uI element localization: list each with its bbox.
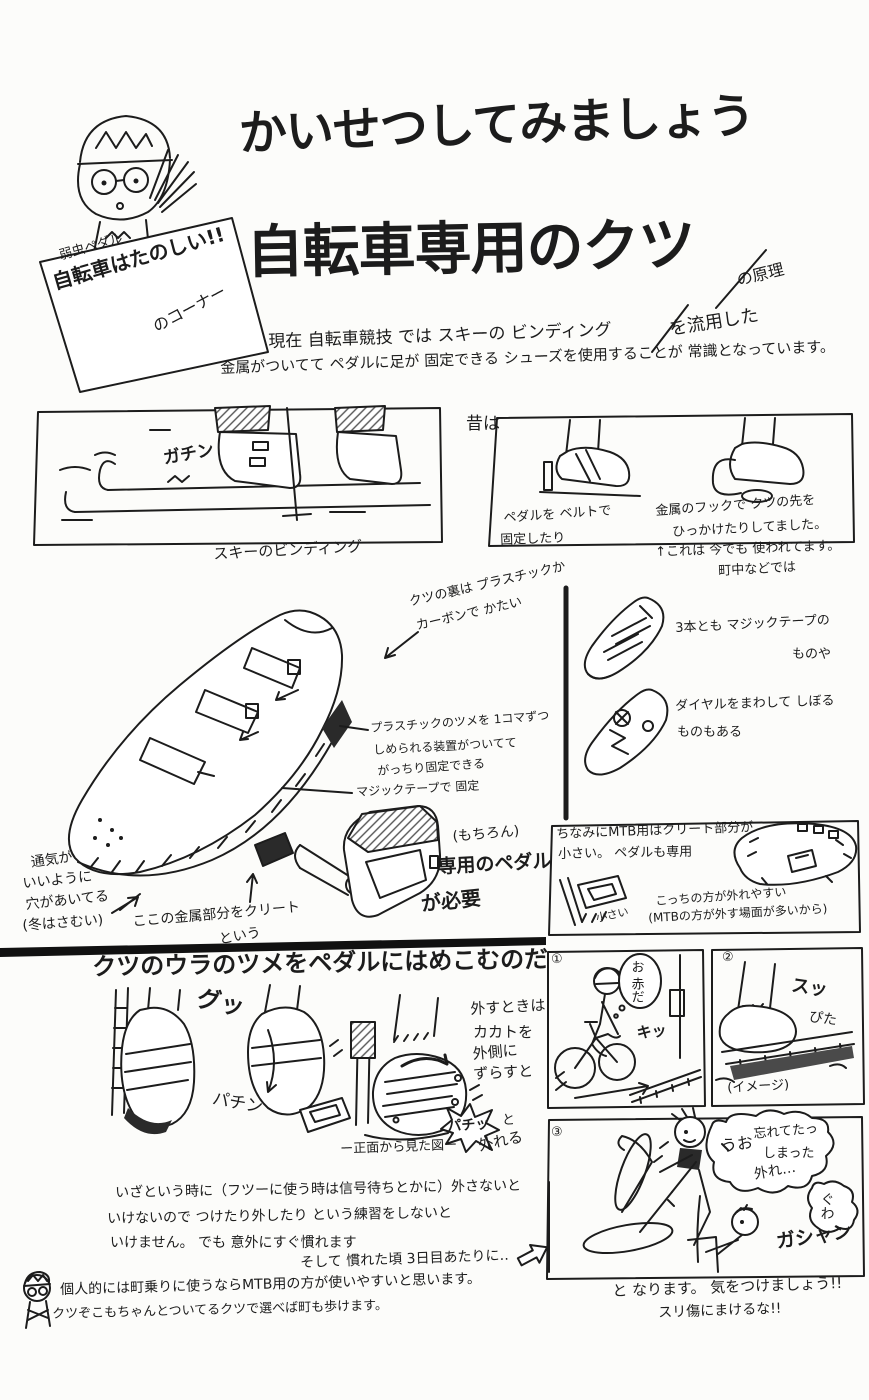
page-title-line2: 自転車専用のクツ xyxy=(245,212,696,286)
divider-and-arrows xyxy=(111,585,569,914)
road-pedal-illustration xyxy=(294,805,442,918)
panel3-number: ③ xyxy=(551,1125,563,1140)
past-left-caption2: 固定したり xyxy=(499,530,566,548)
alt-shoe1-caption2: ものや xyxy=(792,647,832,662)
alt-shoe2-caption2: ものもある xyxy=(677,725,743,740)
section-divider-bar xyxy=(0,937,546,957)
dial-shoe-illustration xyxy=(584,688,669,776)
comic-panel-3 xyxy=(546,1107,865,1280)
front-view-shoe-illustration xyxy=(350,994,500,1153)
clip-in-shoes-illustration xyxy=(111,984,351,1135)
cycling-shoe-illustration xyxy=(67,609,419,877)
panel1-number: ① xyxy=(551,952,563,967)
panel1-sfx: キッ xyxy=(635,1021,668,1042)
mtb-line2: 小さい。 ペダルも専用 xyxy=(557,844,693,862)
reader-character-illustration xyxy=(39,115,269,393)
panel3-bubble3: しまった xyxy=(763,1146,815,1161)
sfx-pachi-to: と xyxy=(502,1113,516,1128)
panel3-sfx1: ぐわ xyxy=(818,1192,835,1220)
velcro-shoe-illustration xyxy=(583,596,665,680)
comic-panel-2 xyxy=(711,947,865,1107)
old-methods-panel xyxy=(488,413,855,547)
mtb-panel xyxy=(548,820,861,936)
commentator-character xyxy=(23,1271,51,1329)
sfx-pachi: パチッ xyxy=(446,1116,490,1135)
title-slash-lines xyxy=(651,249,767,353)
remove-note4: ずらすと xyxy=(472,1061,534,1083)
remove-note2: カカトを xyxy=(473,1023,534,1041)
ski-binding-panel xyxy=(33,405,443,546)
outro-arrow xyxy=(516,1181,550,1273)
panel1-bubble-text: お 赤だ xyxy=(628,960,644,1004)
panel2-number: ② xyxy=(722,950,734,965)
outro-line3: いけません。 でも 意外にすぐ慣れます xyxy=(110,1235,357,1251)
past-label: 昔は xyxy=(466,414,500,434)
comic-panel-1 xyxy=(547,949,706,1109)
